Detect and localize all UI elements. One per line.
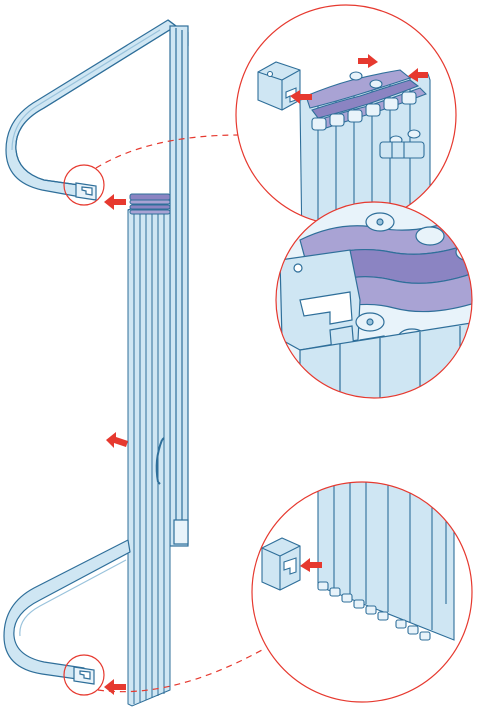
red-arrow-icon	[104, 194, 126, 210]
top-callout-circle	[63, 164, 105, 206]
red-arrow-icon	[408, 68, 428, 82]
red-arrow-icon	[300, 558, 322, 572]
bottom-leader-line	[97, 649, 263, 693]
red-arrow-icon	[106, 432, 128, 448]
red-arrow-icon	[104, 679, 126, 695]
panel-handle	[155, 437, 165, 485]
stacked-panels	[127, 193, 171, 707]
detail-circle-top	[235, 4, 457, 226]
red-arrow-icon	[358, 54, 378, 68]
bottom-callout-circle	[63, 654, 105, 696]
wall-channel	[169, 25, 189, 547]
top-track-rail	[5, 19, 189, 199]
top-leader-line	[95, 134, 241, 169]
bottom-track-rail	[3, 539, 131, 681]
bottom-track-end-cap	[73, 666, 95, 685]
detail-circle-middle	[275, 201, 473, 399]
top-track-end-cap	[75, 182, 97, 201]
detail-circle-bottom	[251, 481, 473, 703]
panel-top-carriers	[129, 193, 171, 215]
red-arrow-icon	[290, 90, 312, 104]
